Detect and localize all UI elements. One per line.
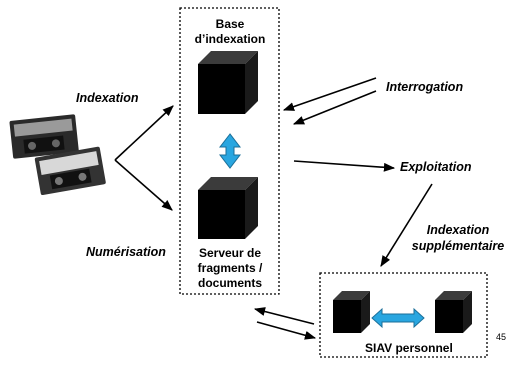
interrogation-label: Interrogation bbox=[386, 80, 464, 94]
arrow-siav-server-2 bbox=[256, 321, 317, 340]
cube-icon bbox=[198, 177, 258, 239]
serveur-label: Serveur de fragments / documents bbox=[197, 246, 263, 290]
arrow-indexation bbox=[114, 105, 174, 161]
double-arrow-vertical-icon bbox=[218, 133, 242, 169]
base-indexation-label: Base d’indexation bbox=[194, 17, 266, 46]
arrow-interrogation-out bbox=[292, 90, 377, 125]
siav-box bbox=[319, 272, 488, 358]
arrow-numerisation bbox=[114, 159, 173, 211]
exploitation-label: Exploitation bbox=[400, 160, 472, 174]
cube-icon bbox=[198, 51, 258, 114]
numerisation-label: Numérisation bbox=[86, 245, 166, 259]
videotape-icon bbox=[9, 114, 106, 196]
indexation-label: Indexation bbox=[76, 91, 139, 105]
double-arrow-horizontal-icon bbox=[371, 307, 425, 329]
arrow-siav-server-1 bbox=[253, 307, 315, 325]
cube-icon bbox=[333, 291, 370, 333]
cube-icon bbox=[435, 291, 472, 333]
arrow-to-siav bbox=[380, 183, 433, 267]
server-box bbox=[179, 7, 280, 295]
arrow-interrogation-in bbox=[282, 77, 377, 111]
arrow-exploitation bbox=[293, 160, 396, 172]
siav-label: SIAV personnel bbox=[365, 341, 453, 355]
page-number: 45 bbox=[496, 332, 507, 342]
indexation-supplementaire-label: Indexation supplémentaire bbox=[411, 223, 505, 253]
